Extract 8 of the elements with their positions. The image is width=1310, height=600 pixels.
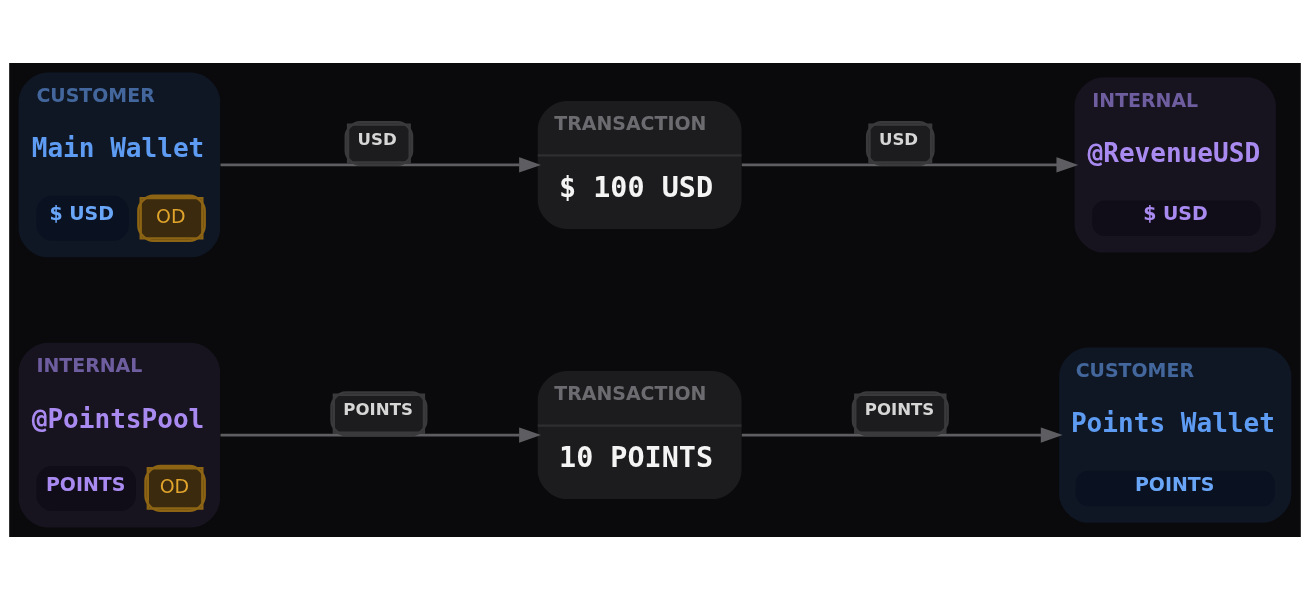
node-box: CUSTOMER Points Wallet POINTS — [1059, 347, 1292, 523]
edge-label: POINTS — [864, 400, 935, 420]
edge-label: USD — [878, 130, 919, 149]
node-box: INTERNAL @PointsPool POINTS OD — [18, 342, 221, 528]
node-box: CUSTOMER Main Wallet $ USD OD — [18, 72, 221, 258]
edge-label: USD — [357, 130, 397, 149]
edge-label: POINTS — [343, 400, 413, 420]
node-box: INTERNAL @RevenueUSD $ USD — [1074, 77, 1276, 253]
